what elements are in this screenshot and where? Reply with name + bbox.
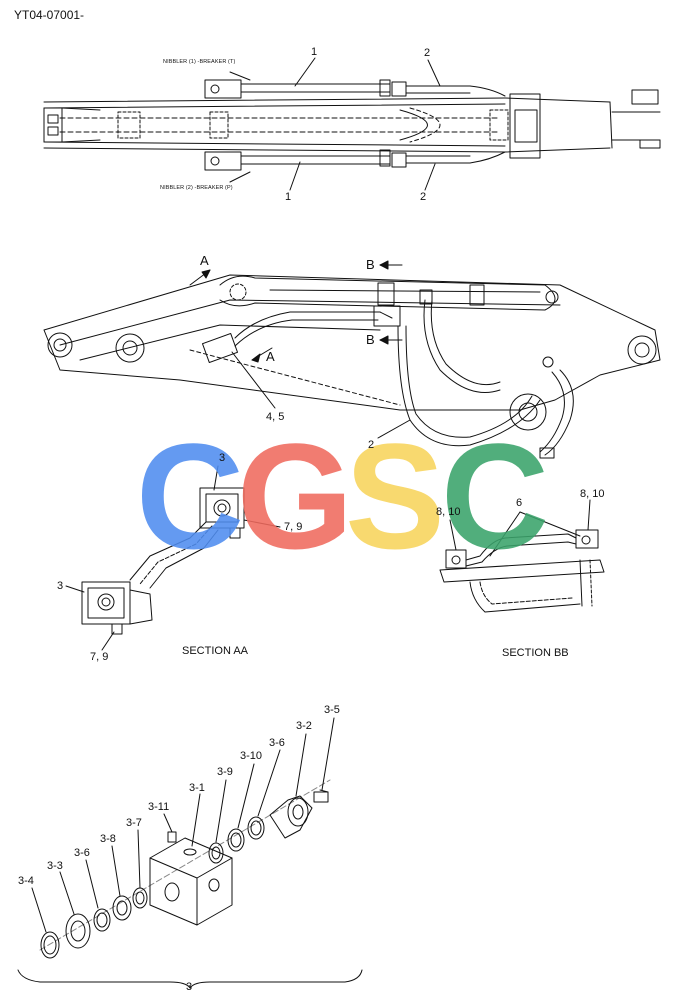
callout-8-10-right: 8, 10 <box>580 488 605 500</box>
side-view-boom <box>43 260 661 459</box>
callout-4-5: 4, 5 <box>266 411 285 423</box>
part-3-10: 3-10 <box>240 750 263 762</box>
part-3-4: 3-4 <box>18 875 34 887</box>
section-aa-detail <box>65 465 281 651</box>
callout-2-bottom: 2 <box>420 191 427 203</box>
part-3-1: 3-1 <box>189 782 205 794</box>
callout-1-bottom: 1 <box>285 191 292 203</box>
callout-1-top: 1 <box>311 46 318 58</box>
part-3-11: 3-11 <box>148 801 170 813</box>
section-arrow-a-bottom: A <box>266 349 275 364</box>
callout-2-side: 2 <box>368 439 375 451</box>
exploded-valve-view <box>17 717 363 989</box>
callout-3-aa-lower: 3 <box>57 580 64 592</box>
upper-hose-label: NIBBLER (1) -BREAKER (T) <box>163 59 236 65</box>
part-3-2: 3-2 <box>296 720 312 732</box>
part-3-7: 3-7 <box>126 817 142 829</box>
part-3-3: 3-3 <box>47 860 63 872</box>
top-view-boom <box>43 57 661 191</box>
part-3-8: 3-8 <box>100 833 116 845</box>
callout-6: 6 <box>516 497 523 509</box>
callout-8-10-left: 8, 10 <box>436 506 461 518</box>
part-3-9: 3-9 <box>217 766 233 778</box>
section-arrow-b-bottom: B <box>366 332 375 347</box>
callout-3-aa-upper: 3 <box>219 452 226 464</box>
part-3-6-left: 3-6 <box>74 847 90 859</box>
section-bb-detail <box>439 499 605 613</box>
document-id: YT04-07001- <box>14 8 85 22</box>
part-3-5: 3-5 <box>324 704 340 716</box>
callout-7-9-aa-upper: 7, 9 <box>284 521 303 533</box>
lower-hose-label: NIBBLER (2) -BREAKER (P) <box>160 185 233 191</box>
section-aa-title: SECTION AA <box>182 645 249 657</box>
section-arrow-b-top: B <box>366 257 375 272</box>
part-3-6-right: 3-6 <box>269 737 285 749</box>
section-arrow-a-top: A <box>200 253 209 268</box>
section-bb-title: SECTION BB <box>502 647 569 659</box>
assembly-group-label: 3 <box>186 981 193 993</box>
callout-7-9-aa-lower: 7, 9 <box>90 651 109 663</box>
callout-2-top: 2 <box>424 47 431 59</box>
